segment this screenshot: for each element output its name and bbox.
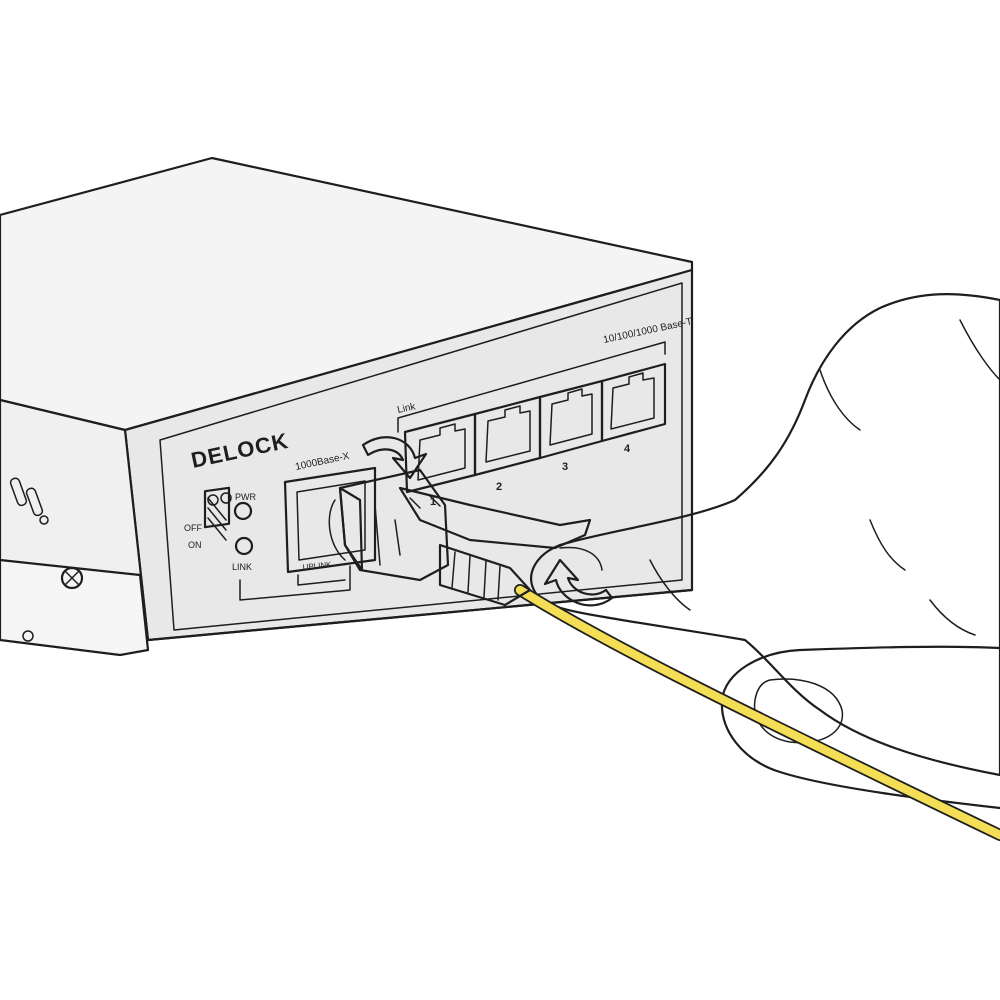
thumb xyxy=(720,645,1000,810)
uplink-label: UPLINK xyxy=(302,560,332,572)
port-number-3: 3 xyxy=(562,461,568,473)
arrow-insert-icon xyxy=(361,436,428,480)
switch-off-label: OFF xyxy=(184,523,202,533)
dip-switch-hatch xyxy=(207,497,227,541)
housing-bottom-edge xyxy=(146,588,694,642)
device-housing xyxy=(0,156,694,657)
hand-outline xyxy=(530,293,1000,777)
lc-connector xyxy=(328,468,592,607)
port-number-1: 1 xyxy=(430,496,436,508)
finger-crease xyxy=(649,319,1000,611)
pwr-led xyxy=(233,501,253,521)
dip-dot xyxy=(220,492,232,504)
mounting-bracket xyxy=(0,558,150,657)
thumbnail xyxy=(753,678,844,744)
port-group-line xyxy=(397,341,666,433)
fiber-cable xyxy=(514,584,1000,841)
switch-on-label: ON xyxy=(188,540,202,550)
hand xyxy=(530,293,1000,810)
sfp-cage-inner xyxy=(296,480,366,561)
uplink-group-line xyxy=(297,574,346,586)
dip-dot xyxy=(207,494,219,506)
front-bezel xyxy=(159,282,683,631)
link-label-top: Link xyxy=(396,401,417,416)
link-group-line xyxy=(239,565,351,601)
rj45-ports xyxy=(397,341,667,494)
boot-ferrule xyxy=(438,543,532,607)
side-slot xyxy=(9,477,28,507)
boot-ribs xyxy=(451,551,501,601)
latch-detail xyxy=(374,495,441,566)
port-number-2: 2 xyxy=(496,481,502,493)
fingertip-nail xyxy=(559,546,603,571)
bracket-screw xyxy=(60,566,84,590)
connector-front xyxy=(338,486,364,572)
sfp-cage xyxy=(283,466,377,574)
link-led xyxy=(234,536,254,556)
bracket-hole xyxy=(22,630,34,642)
bracket-screw-slot xyxy=(65,571,79,585)
side-slot xyxy=(25,487,44,517)
link-label-led: LINK xyxy=(232,562,252,572)
knuckle-crease xyxy=(819,369,976,636)
pwr-label: PWR xyxy=(235,492,256,502)
port-number-4: 4 xyxy=(624,443,631,455)
dip-switch xyxy=(203,486,231,529)
side-hole xyxy=(39,515,49,525)
arrow-latch-icon xyxy=(543,558,614,607)
front-panel xyxy=(203,466,377,601)
rj45-port-4 xyxy=(600,362,667,443)
connector-latch xyxy=(398,486,592,550)
connector-clip xyxy=(328,499,346,561)
fiber-jacket-fill xyxy=(515,585,1000,840)
